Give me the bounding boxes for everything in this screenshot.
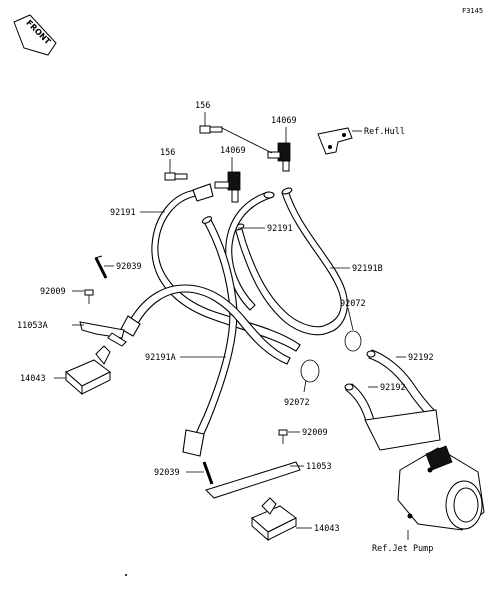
label-11053: 11053 [306,462,332,472]
bolt-156-upper-icon [199,125,223,134]
strainer-14043-lower-icon [251,497,297,542]
label-ref-jet-pump: Ref.Jet Pump [372,544,433,554]
hose-92191A [120,284,291,457]
label-156-upper: 156 [195,101,210,111]
label-92191-left: 92191 [110,208,136,218]
figure-code: F3145 [462,7,483,15]
hose-92191-center [190,191,275,449]
clamp-92072-upper-icon [344,330,362,352]
bracket-11053-icon [205,461,301,499]
clamp-92072-lower-icon [300,359,320,383]
label-92009-upper: 92009 [40,287,66,297]
label-92192-upper: 92192 [408,353,434,363]
label-92009-lower: 92009 [302,428,328,438]
hose-92191-left [151,183,301,352]
label-14069-lower: 14069 [220,146,246,156]
label-92191A: 92191A [145,353,176,363]
bolt-156-lower-icon [164,172,188,181]
label-ref-hull: Ref.Hull [364,127,405,137]
fitting-14069-lower-icon [214,171,241,203]
label-92192-lower: 92192 [380,383,406,393]
hose-shield [364,409,441,451]
label-92191B: 92191B [352,264,383,274]
tie-92039-lower-icon [202,461,214,485]
label-14043-upper: 14043 [20,374,46,384]
strainer-14043-upper-icon [65,345,111,396]
label-92191-center: 92191 [267,224,293,234]
label-11053A: 11053A [17,321,48,331]
jet-pump-icon [397,445,485,531]
label-92039-upper: 92039 [116,262,142,272]
stray-dot [125,574,127,576]
tie-92039-upper-icon [94,255,108,279]
label-92072-upper: 92072 [340,299,366,309]
label-92072-lower: 92072 [284,398,310,408]
label-14043-lower: 14043 [314,524,340,534]
label-156-lower: 156 [160,148,175,158]
label-92039-lower: 92039 [154,468,180,478]
screw-92009-lower-icon [278,429,288,444]
fitting-14069-upper-icon [267,142,291,172]
screw-92009-upper-icon [84,289,94,304]
leader-lines [54,112,409,540]
hull-bracket-icon [317,127,353,155]
bracket-11053A-icon [79,321,127,347]
label-14069-upper: 14069 [271,116,297,126]
front-direction-icon: FRONT [13,14,57,56]
